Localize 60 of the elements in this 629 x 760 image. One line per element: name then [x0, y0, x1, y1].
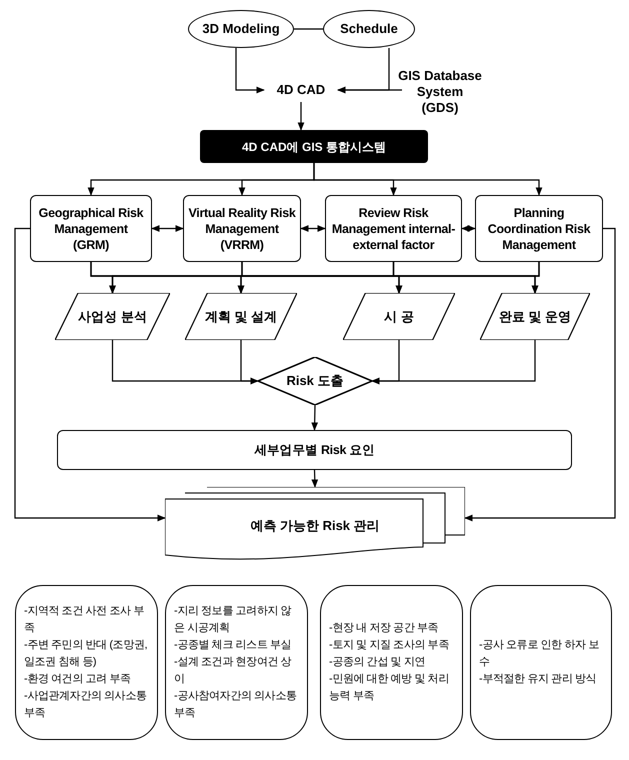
arrow: [298, 102, 304, 131]
node-label: 시 공: [384, 308, 414, 324]
connector-line: [294, 28, 323, 30]
node-label: Geographical Risk Management (GRM): [38, 204, 144, 252]
phase-parallelogram: [185, 293, 297, 340]
arrow: [532, 262, 540, 294]
process-box: [183, 195, 301, 262]
arrow: [151, 225, 184, 232]
risk-item: -공사 오류로 인한 하자 보수: [479, 638, 600, 670]
process-box: [475, 195, 603, 262]
risk-item: -민원에 대한 예방 및 처리 능력 부족: [329, 672, 450, 704]
risk-item: -주변 주민의 반대 (조망권,일조권 침해 등): [24, 638, 148, 670]
node-label: 3D Modeling: [202, 21, 280, 37]
risk-list-box: [165, 585, 308, 740]
arrow: [240, 340, 259, 384]
node-label: Risk 도출: [286, 373, 344, 389]
node-label: Review Risk Management internal-external factor: [330, 204, 456, 252]
risk-item: -환경 여건의 고려 부족: [24, 672, 132, 687]
risk-item: -설계 조건과 현장여건 상이: [174, 655, 292, 687]
risk-item: -사업관계자간의 의사소통 부족: [24, 689, 148, 721]
arrow: [14, 228, 166, 522]
risk-item: -공사참여자간의 의사소통 부족: [174, 689, 298, 721]
risk-list-box: [15, 585, 158, 740]
risk-list-box: [470, 585, 612, 740]
arrow: [300, 225, 326, 232]
risk-item: -부적절한 유지 관리 방식: [479, 672, 598, 687]
risk-list-box: [320, 585, 463, 740]
arrow: [461, 225, 476, 232]
process-box: [325, 195, 462, 262]
node-label: 4D CAD: [276, 82, 326, 98]
phase-parallelogram: [343, 293, 455, 340]
node-label: 4D CAD에 GIS 통합시스템: [242, 138, 386, 156]
node-label: Planning Coordination Risk Management: [486, 204, 592, 252]
risk-item: -토지 및 지질 조사의 부족: [329, 638, 450, 653]
node-label: 계획 및 설계: [204, 308, 278, 324]
risk-item: -현장 내 저장 공간 부족: [329, 621, 440, 636]
arrow: [311, 404, 318, 431]
phase-parallelogram: [480, 293, 590, 340]
risk-item: -공종의 간섭 및 지연: [329, 655, 426, 670]
node-label: 예측 가능한 Risk 관리: [250, 518, 380, 534]
decision-diamond: [258, 357, 372, 405]
arrow: [313, 163, 542, 196]
arrow: [235, 48, 265, 94]
arrow: [337, 86, 402, 94]
node-label: 완료 및 운영: [498, 308, 572, 324]
node-label: 사업성 분석: [78, 308, 147, 324]
arrow: [464, 228, 616, 522]
phase-parallelogram: [55, 293, 170, 340]
risk-item: -공종별 체크 리스트 부실: [174, 638, 292, 653]
node-label: Virtual Reality Risk Management (VRRM): [188, 204, 296, 252]
node-label: 세부업무별 Risk 요인: [254, 442, 375, 458]
risk-item: -지리 정보를 고려하지 않은 시공계획: [174, 604, 292, 636]
node-label: Schedule: [340, 21, 398, 37]
risk-item: -지역적 조건 사전 조사 부족: [24, 604, 145, 636]
arrow: [311, 470, 318, 488]
process-box: [30, 195, 152, 262]
node-label: GIS Database System (GDS): [398, 68, 482, 116]
process-box: [57, 430, 572, 470]
system-bar: [200, 130, 428, 163]
arrow: [371, 340, 536, 384]
